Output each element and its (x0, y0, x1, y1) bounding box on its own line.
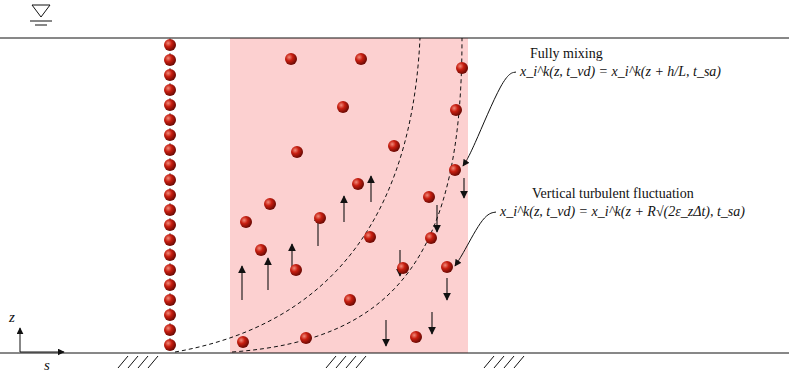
particle (291, 146, 303, 158)
particle (456, 62, 468, 74)
bed-hatching (118, 356, 524, 368)
particle (237, 336, 249, 348)
particle (388, 140, 400, 152)
particle (450, 104, 462, 116)
particle (164, 84, 176, 96)
position-equation: x_i^k(z, t_vd) = x_i^k(z + R√(2ε_zΔt), t… (500, 204, 745, 220)
water-level-symbol (30, 5, 52, 25)
particle (164, 219, 176, 231)
leader-arrow (455, 212, 496, 266)
fluctuation-arrows (242, 176, 464, 346)
leader-arrows (455, 72, 516, 266)
particle (337, 101, 349, 113)
spread-boundary (175, 38, 420, 352)
axis-arrows (20, 328, 64, 352)
particle (355, 53, 367, 65)
particle (164, 324, 176, 336)
mixing-region (230, 38, 468, 353)
particle (352, 178, 364, 190)
particle (449, 164, 461, 176)
particle (164, 114, 176, 126)
particle (441, 261, 453, 273)
particle (264, 198, 276, 210)
particle (425, 232, 437, 244)
particle (164, 339, 176, 351)
particle (397, 262, 409, 274)
particle (255, 244, 267, 256)
particle (164, 309, 176, 321)
particle (164, 54, 176, 66)
axis-label: z (9, 309, 15, 326)
particle (314, 212, 326, 224)
particle (344, 294, 356, 306)
particle (285, 53, 297, 65)
particle (364, 231, 376, 243)
particle (164, 159, 176, 171)
particle (164, 249, 176, 261)
annotation-title: Fully mixing (530, 46, 603, 62)
particle (164, 39, 176, 51)
particle (423, 191, 435, 203)
axis-label: s (44, 357, 50, 374)
spread-boundary (232, 38, 462, 352)
water-surface (0, 38, 789, 39)
particle (164, 69, 176, 81)
particle (240, 216, 252, 228)
particle (164, 234, 176, 246)
particle (300, 332, 312, 344)
particle (164, 189, 176, 201)
particle (164, 99, 176, 111)
channel-bed (0, 353, 789, 354)
particle (290, 264, 302, 276)
position-equation: x_i^k(z, t_vd) = x_i^k(z + h/L, t_sa) (520, 64, 721, 80)
particle (164, 279, 176, 291)
leader-arrow (463, 72, 516, 166)
annotation-title: Vertical turbulent fluctuation (532, 186, 694, 202)
particle (164, 129, 176, 141)
particle (164, 204, 176, 216)
particle (164, 264, 176, 276)
particle (164, 144, 176, 156)
particle (164, 294, 176, 306)
particle (164, 174, 176, 186)
particle (410, 331, 422, 343)
particles (164, 39, 468, 351)
